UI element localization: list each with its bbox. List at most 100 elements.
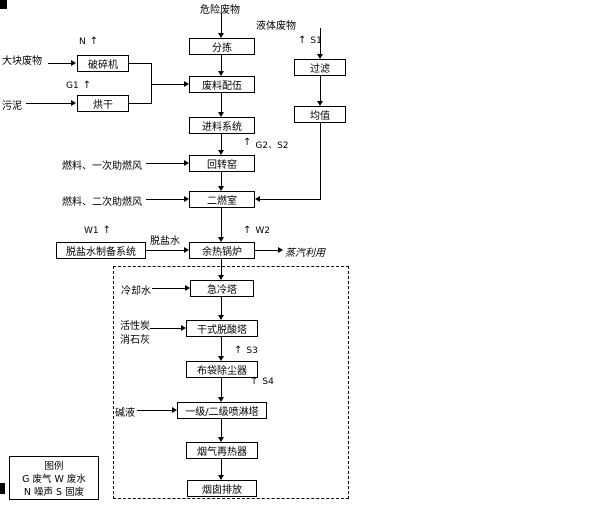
up-arrow-icon: ↑ xyxy=(89,36,99,47)
arrow-right-icon xyxy=(184,81,189,87)
label-slaked-lime: 消石灰 xyxy=(120,335,150,346)
arrow-down-icon xyxy=(218,33,224,38)
node-waste-heat-boiler: 余热锅炉 xyxy=(189,242,255,259)
node-blending: 废料配伍 xyxy=(189,76,255,93)
connector-line xyxy=(221,172,222,186)
node-sorting: 分拣 xyxy=(189,38,255,55)
connector-line xyxy=(221,297,222,315)
emission-label: N xyxy=(79,37,86,47)
arrow-right-icon xyxy=(184,160,189,166)
node-dryer: 烘干 xyxy=(77,95,129,112)
arrow-down-icon xyxy=(218,112,224,117)
arrow-down-icon xyxy=(218,71,224,76)
emission-w1: W1 ↑ xyxy=(84,226,111,237)
label-sludge: 污泥 xyxy=(2,101,22,112)
node-dry-deacid-tower: 干式脱酸塔 xyxy=(186,320,258,337)
emission-label: S4 xyxy=(262,377,274,387)
node-stack-discharge: 烟囱排放 xyxy=(187,480,257,497)
arrow-down-icon xyxy=(218,237,224,242)
arrow-down-icon xyxy=(218,315,224,320)
connector-line xyxy=(146,250,184,251)
emission-noise: N ↑ xyxy=(79,36,99,48)
connector-line xyxy=(260,199,321,200)
scan-artifact-top-left xyxy=(0,0,7,9)
arrow-left-icon xyxy=(255,196,260,202)
label-steam-use: 蒸汽利用 xyxy=(285,248,325,259)
node-bag-filter: 布袋除尘器 xyxy=(186,361,258,378)
scan-artifact-left-edge xyxy=(0,483,5,494)
arrow-down-icon xyxy=(317,54,323,59)
node-demin-water-system: 脱盐水制备系统 xyxy=(56,242,146,259)
connector-line xyxy=(320,76,321,101)
connector-line xyxy=(320,123,321,199)
node-flue-gas-reheater: 烟气再热器 xyxy=(186,442,258,459)
label-activated-carbon: 活性炭 xyxy=(120,321,150,332)
up-arrow-icon: ↑ xyxy=(82,80,92,91)
connector-line xyxy=(137,410,172,411)
label-liquid-waste: 液体废物 xyxy=(256,21,296,32)
up-arrow-icon: ↑ xyxy=(243,225,252,236)
arrow-down-icon xyxy=(218,275,224,280)
label-bulk-waste: 大块废物 xyxy=(2,56,42,67)
arrow-down-icon xyxy=(218,356,224,361)
connector-line xyxy=(320,28,321,54)
emission-label: G2、S2 xyxy=(255,141,289,151)
label-cooling-water: 冷却水 xyxy=(121,286,151,297)
emission-g1: G1 ↑ xyxy=(66,80,92,92)
legend-row: N 噪声 S 固废 xyxy=(23,487,85,498)
arrow-down-icon xyxy=(218,475,224,480)
connector-line xyxy=(221,13,222,33)
emission-s1: ↑ S1 xyxy=(298,35,322,47)
node-spray-tower: 一级/二级喷淋塔 xyxy=(177,402,267,419)
connector-line xyxy=(221,55,222,71)
arrow-right-icon xyxy=(71,60,76,66)
node-filtration: 过滤 xyxy=(294,59,346,76)
connector-line xyxy=(221,419,222,437)
arrow-down-icon xyxy=(218,186,224,191)
connector-line xyxy=(151,84,184,85)
legend-box: 图例 G 废气 W 废水 N 噪声 S 固废 xyxy=(9,456,99,500)
up-arrow-icon: ↑ xyxy=(243,137,252,148)
arrow-right-icon xyxy=(278,247,283,253)
flue-gas-section-boundary xyxy=(113,266,349,499)
emission-s3: ↑ S3 xyxy=(234,345,258,357)
arrow-right-icon xyxy=(181,325,186,331)
connector-line xyxy=(255,250,278,251)
node-rotary-kiln: 回转窑 xyxy=(189,155,255,172)
up-arrow-icon: ↑ xyxy=(234,345,243,356)
emission-w2: ↑ W2 xyxy=(243,225,270,237)
connector-line xyxy=(221,134,222,150)
arrow-right-icon xyxy=(184,247,189,253)
connector-line xyxy=(152,288,185,289)
node-feeding-system: 进料系统 xyxy=(189,117,255,134)
node-secondary-chamber: 二燃室 xyxy=(189,191,255,208)
connector-line xyxy=(221,208,222,237)
arrow-right-icon xyxy=(185,285,190,291)
arrow-down-icon xyxy=(218,437,224,442)
emission-g2-s2: ↑ G2、S2 xyxy=(243,137,289,152)
emission-label: S1 xyxy=(310,36,322,46)
connector-line xyxy=(221,337,222,356)
emission-label: G1 xyxy=(66,81,79,91)
connector-line xyxy=(221,93,222,112)
connector-line xyxy=(150,328,181,329)
arrow-right-icon xyxy=(71,100,76,106)
up-arrow-icon: ↑ xyxy=(250,376,259,387)
legend-title: 图例 xyxy=(44,461,64,472)
node-equalization: 均值 xyxy=(294,106,346,123)
label-alkali-liquor: 碱液 xyxy=(115,408,135,419)
connector-line xyxy=(151,63,152,104)
arrow-right-icon xyxy=(184,196,189,202)
connector-line xyxy=(48,63,71,64)
label-fuel-secondary-air: 燃料、二次助燃风 xyxy=(62,197,142,208)
connector-line xyxy=(146,163,184,164)
legend-row: G 废气 W 废水 xyxy=(22,474,86,485)
arrow-right-icon xyxy=(172,407,177,413)
up-arrow-icon: ↑ xyxy=(298,35,307,46)
connector-line xyxy=(221,459,222,475)
connector-line xyxy=(26,103,71,104)
node-quench-tower: 急冷塔 xyxy=(190,280,254,297)
label-demin-water: 脱盐水 xyxy=(150,236,180,247)
connector-line xyxy=(221,378,222,397)
